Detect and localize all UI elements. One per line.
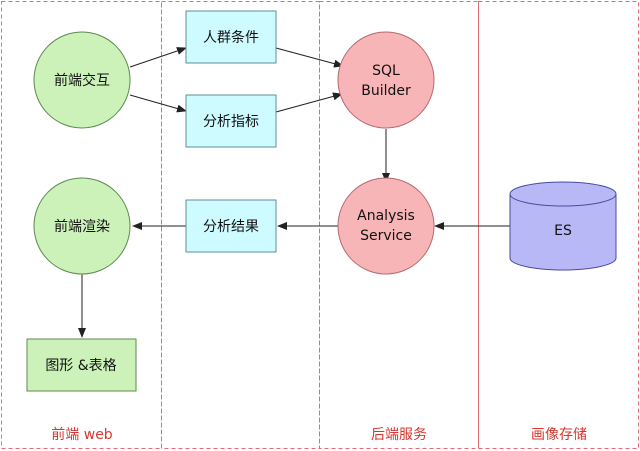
node-analysis-results: 分析结果 [185, 199, 277, 253]
label-sql-builder-line1: SQL [372, 63, 400, 79]
node-sql-builder: SQL Builder [337, 31, 435, 129]
edge-interaction-to-metrics [129, 94, 187, 113]
node-frontend-interaction: 前端交互 [33, 31, 131, 129]
label-sql-builder-line2: Builder [361, 83, 411, 99]
lane-label-storage: 画像存储 [531, 427, 587, 443]
node-analysis-metrics: 分析指标 [185, 94, 277, 148]
label-analysis-results: 分析结果 [203, 219, 259, 235]
label-frontend-interaction: 前端交互 [54, 72, 110, 89]
edge-metrics-to-sql [275, 92, 343, 113]
node-analysis-service: Analysis Service [337, 177, 435, 275]
lane-label-backend: 后端服务 [371, 427, 427, 443]
lane-backend [319, 1, 479, 449]
label-charts-tables: 图形 &表格 [45, 358, 116, 374]
label-es: ES [554, 223, 572, 239]
label-analysis-service-line1: Analysis [357, 208, 415, 224]
node-charts-tables: 图形 &表格 [26, 338, 137, 392]
label-crowd-conditions: 人群条件 [203, 29, 259, 46]
lane-storage [478, 1, 639, 449]
node-es: ES [509, 181, 617, 271]
edge-conditions-to-sql [275, 47, 344, 68]
lane-label-frontend: 前端 web [51, 426, 113, 443]
lane-frontend [1, 1, 162, 449]
node-crowd-conditions: 人群条件 [185, 10, 277, 64]
label-frontend-render: 前端渲染 [54, 218, 110, 235]
label-analysis-service-line2: Service [360, 228, 412, 244]
label-analysis-metrics: 分析指标 [203, 114, 259, 130]
edge-interaction-to-conditions [129, 47, 187, 68]
node-frontend-render: 前端渲染 [33, 177, 131, 275]
